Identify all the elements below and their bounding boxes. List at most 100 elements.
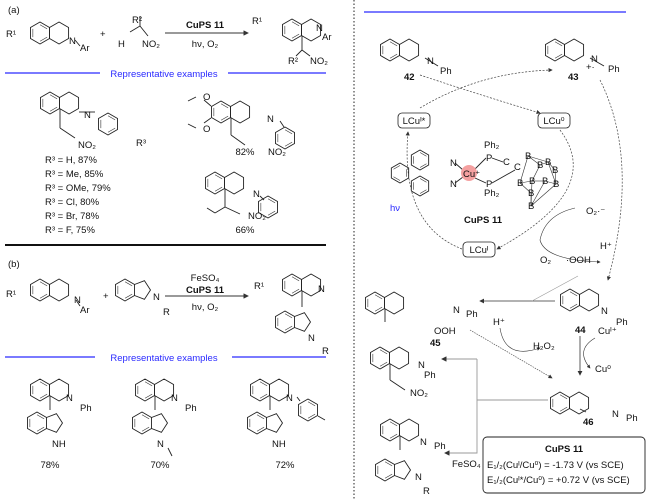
b-ex1-sub: Ph: [80, 403, 92, 414]
double-bond: [554, 53, 563, 59]
double-bond: [124, 293, 133, 299]
c43-radical-cation: +·: [586, 62, 595, 73]
boron-atom: B: [528, 188, 534, 199]
indole-prod-r: R: [423, 486, 430, 497]
examples-header-b: Representative examples: [110, 353, 217, 364]
lcu-excited-label: LCuᴵ*: [403, 116, 426, 127]
h-plus-2: H⁺: [493, 317, 505, 328]
bond: [203, 99, 212, 107]
nitro-r2: R²: [132, 15, 142, 26]
phen-n2: N: [450, 179, 457, 190]
b-product-r: R: [322, 346, 329, 357]
tetrahydro-ring: [49, 21, 70, 45]
double-bond: [569, 303, 578, 309]
boron-atom: B: [552, 165, 558, 176]
benzene-ring: [282, 273, 302, 297]
b-product-r1: R¹: [254, 281, 264, 292]
yield-row: R³ = Cl, 80%: [45, 197, 100, 208]
pyrrole-ring: [134, 280, 152, 300]
indole-benzene-ring: [27, 411, 47, 435]
c43-label: 43: [568, 72, 579, 83]
double-bond: [107, 127, 116, 133]
benzene-ring: [282, 18, 302, 42]
double-bond: [220, 115, 229, 121]
double-bond: [291, 276, 300, 282]
phen-ring-center: [390, 162, 410, 184]
double-bond: [419, 163, 427, 168]
benzene-ring: [380, 38, 400, 62]
benzene-ring: [40, 91, 60, 115]
double-bond: [419, 189, 427, 194]
cu-p-bond: [474, 177, 487, 184]
bond: [230, 134, 246, 146]
yield-row: R³ = H, 87%: [45, 155, 98, 166]
boron-atom: B: [517, 178, 523, 189]
ex2-yield: 82%: [235, 147, 255, 158]
double-bond: [49, 94, 58, 100]
h2o2-label: H₂O₂: [533, 341, 555, 352]
info-box-title: CuPS 11: [545, 444, 584, 455]
arrow-lcu0-to-lcu1: [496, 129, 574, 250]
lcu1-box: LCuᴵ: [462, 241, 496, 258]
c42-label: 42: [404, 72, 415, 83]
double-bond: [49, 106, 58, 112]
bond: [389, 379, 406, 391]
indole-benzene-ring: [275, 310, 295, 334]
benzene-ring: [30, 278, 50, 302]
indole-benzene-ring: [247, 411, 267, 435]
tetrahydro-ring: [399, 418, 420, 442]
indole-n: N: [153, 292, 160, 303]
ex2-n: N: [267, 114, 274, 125]
b-ex2-yield: 70%: [150, 460, 170, 471]
b-product-n: N: [318, 284, 325, 295]
double-bond: [374, 294, 383, 300]
bond: [59, 127, 76, 139]
double-bond: [559, 406, 568, 412]
double-bond: [141, 426, 150, 432]
double-bond: [284, 313, 293, 319]
bond: [139, 25, 149, 37]
info-box-line2: E₁/₂(Cuᴵ*/Cu⁰) = +0.72 V (vs SCE): [487, 475, 630, 486]
arrow-h2o2-release: [499, 327, 541, 352]
info-box-line1: E₁/₂(Cuᴵ/Cu⁰) = -1.73 V (vs SCE): [487, 460, 624, 471]
molecule-structures: [27, 16, 605, 482]
catalyst-label-b: CuPS 11: [186, 285, 225, 296]
boron-atom: B: [545, 157, 551, 168]
double-bond: [389, 53, 398, 59]
double-bond: [307, 413, 316, 419]
ex1-r3: R³: [136, 138, 146, 149]
c42-ph: Ph: [440, 66, 452, 77]
tetrahydro-ring: [49, 278, 70, 302]
hv-label: hν: [390, 203, 400, 214]
c44-ph: Ph: [616, 317, 628, 328]
ph2-bottom: Ph₂: [484, 188, 500, 199]
boron-atom: B: [537, 160, 543, 171]
c46-label: 46: [583, 417, 594, 428]
reactant-n: N: [69, 36, 76, 47]
methyl-bond: [187, 123, 197, 129]
double-bond: [39, 281, 48, 287]
indole-r: R: [163, 307, 170, 318]
lcu0-box: LCu⁰: [537, 112, 571, 129]
cage-bond: [547, 161, 557, 185]
c45-label: 45: [430, 338, 441, 349]
c44-n: N: [601, 306, 608, 317]
benzene-ring: [135, 378, 155, 402]
tetrahydro-ring: [230, 100, 251, 124]
bond: [203, 117, 212, 124]
cu-n-bond: [454, 176, 464, 184]
double-bond: [419, 152, 427, 157]
tetrahydro-ring: [569, 391, 590, 415]
phen-ring-bottom: [410, 175, 430, 197]
o2-radical-anion: O₂·⁻: [586, 206, 605, 217]
pyrrole-ring: [294, 312, 312, 332]
feso4-label: FeSO₄: [452, 459, 481, 470]
b-ex1-yield: 78%: [40, 460, 60, 471]
p-c-bond: [491, 157, 504, 163]
benzene-ring: [545, 38, 565, 62]
double-bond: [36, 414, 45, 420]
b-ex3-n: N: [286, 393, 293, 404]
bond: [206, 207, 216, 214]
double-bond: [220, 103, 229, 109]
